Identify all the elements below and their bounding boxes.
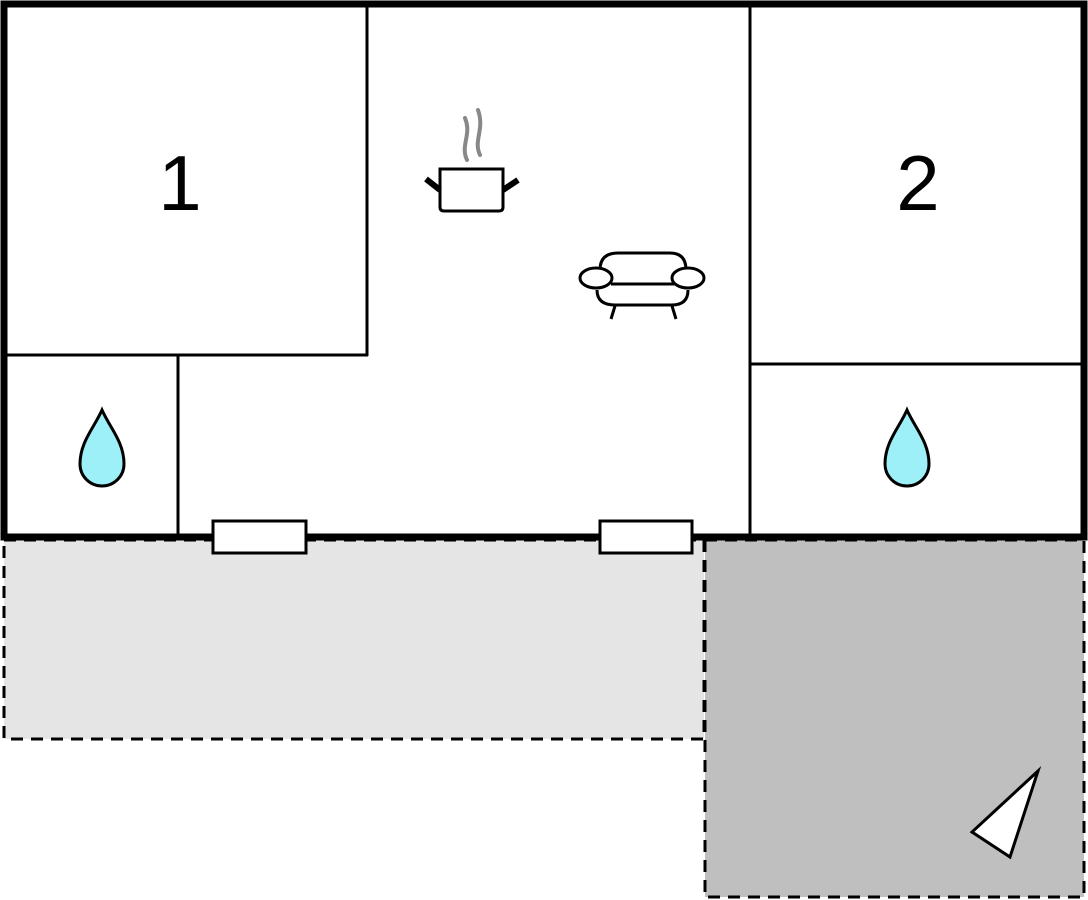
compass-triangle-icon (969, 765, 1042, 860)
outer-walls (0, 0, 1088, 541)
room-2-label: 2 (896, 139, 939, 227)
terrace-light (2, 538, 706, 741)
inner-walls (4, 4, 1084, 537)
water-drop-icon (883, 406, 931, 488)
window-right (598, 519, 694, 555)
pot-icon (424, 108, 520, 213)
sofa-icon (578, 251, 706, 320)
room-1-label: 1 (158, 139, 201, 227)
terrace-dark (703, 538, 1086, 899)
water-drop-icon (78, 406, 126, 488)
window-left (211, 519, 308, 555)
